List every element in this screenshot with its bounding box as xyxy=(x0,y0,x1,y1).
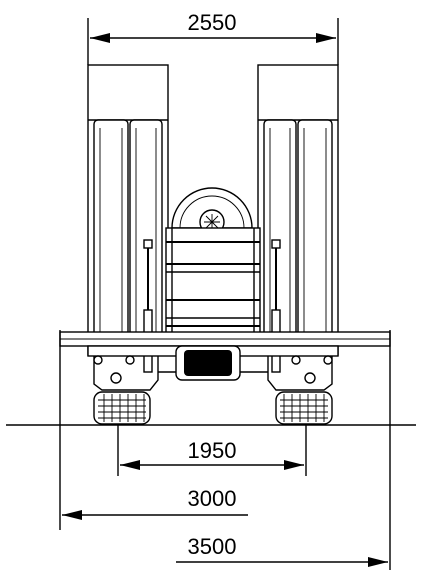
center-body xyxy=(165,227,261,339)
dimension-track-gauge: 1950 xyxy=(117,425,307,476)
dimension-label-1950: 1950 xyxy=(188,438,237,463)
dimension-overall-width: 2550 xyxy=(87,10,339,65)
dimension-outrigger-width: 3000 xyxy=(59,330,248,530)
left-tower xyxy=(87,64,169,356)
right-tower xyxy=(257,64,339,356)
dimension-max-width: 3500 xyxy=(176,330,391,570)
dimension-label-3500: 3500 xyxy=(188,534,237,559)
dimension-label-2550: 2550 xyxy=(188,10,237,35)
lower-frame xyxy=(87,345,339,391)
center-drum xyxy=(171,187,253,235)
dimension-label-3000: 3000 xyxy=(188,486,237,511)
outrigger-beam xyxy=(59,331,391,347)
machine-front-view xyxy=(59,64,391,425)
right-track xyxy=(275,391,333,425)
left-track xyxy=(93,391,151,425)
